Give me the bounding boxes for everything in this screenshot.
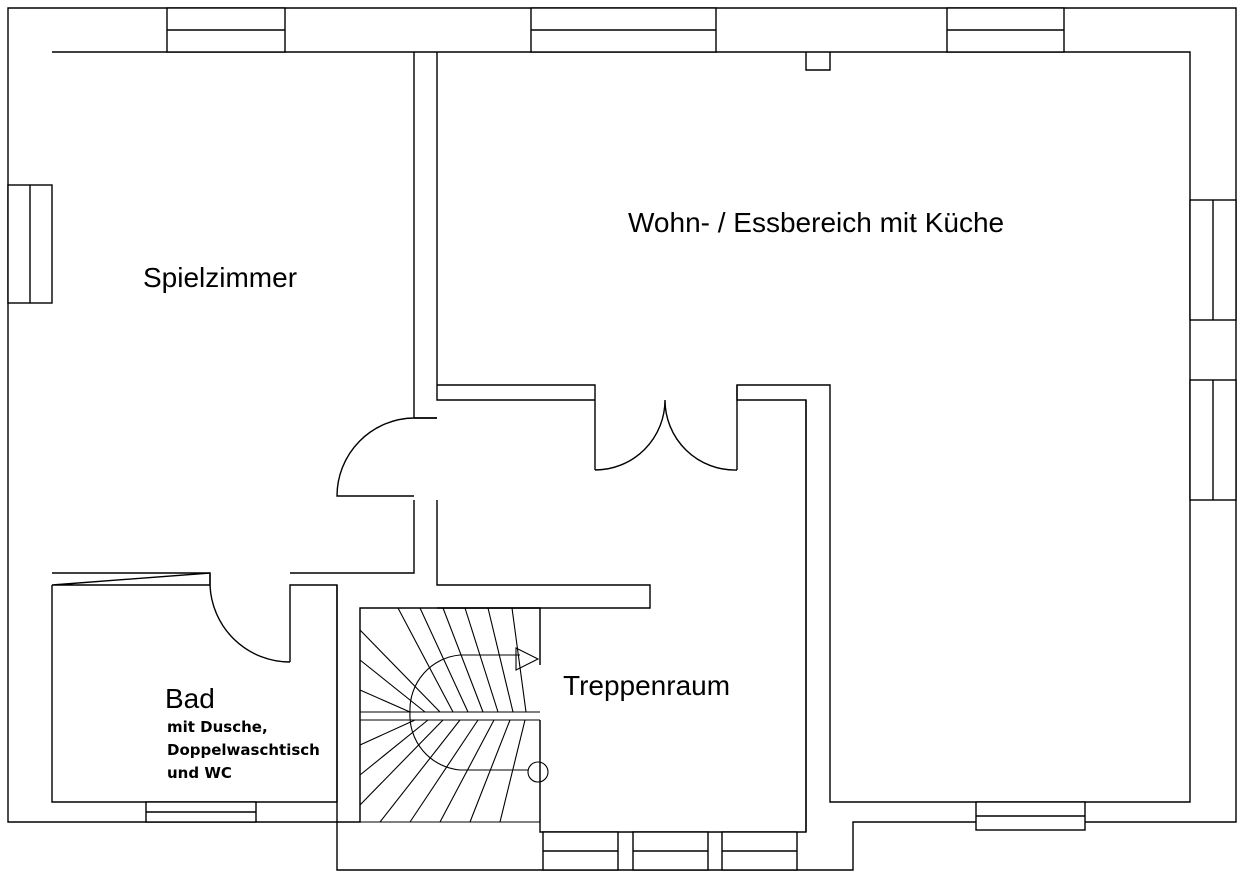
stair-start-marker — [527, 761, 549, 783]
door-bad[interactable] — [209, 573, 291, 663]
room-label-spielzimmer: Spielzimmer — [143, 262, 297, 293]
wall-treppenraum-top — [736, 385, 807, 832]
staircase — [359, 607, 549, 823]
room-labels: Spielzimmer Wohn- / Essbereich mit Küche… — [143, 207, 1004, 782]
wall-spielzimmer-flur — [290, 417, 651, 609]
window-top-middle — [530, 7, 717, 53]
window-right-lower — [1189, 379, 1237, 501]
window-bottom-treppe-1 — [542, 831, 619, 871]
window-left — [7, 184, 53, 304]
room-label-treppenraum: Treppenraum — [563, 670, 730, 701]
stair-arrow-icon — [515, 647, 540, 671]
window-top-left — [166, 7, 286, 53]
door-wohnbereich-double[interactable] — [594, 399, 738, 471]
stair-outline — [359, 607, 541, 823]
doors — [209, 399, 738, 663]
window-top-right — [946, 7, 1065, 53]
room-label-bad: Bad — [165, 683, 215, 714]
stair-middle-stringer — [360, 711, 540, 721]
door-spielzimmer[interactable] — [336, 417, 437, 497]
window-bottom-treppe-2 — [632, 831, 709, 871]
window-bottom-treppe-3 — [721, 831, 798, 871]
room-detail-bad-2: Doppelwaschtisch — [167, 741, 320, 759]
wall-small-column — [805, 52, 831, 71]
window-bottom-bad — [145, 801, 257, 823]
stair-treads — [359, 607, 527, 823]
window-bottom-wohnbereich — [975, 801, 1086, 831]
room-detail-bad-1: mit Dusche, — [167, 718, 268, 736]
windows — [7, 7, 1237, 871]
window-right-upper — [1189, 199, 1237, 321]
wall-spielzimmer-wohnbereich — [413, 52, 596, 470]
room-detail-bad-3: und WC — [167, 764, 232, 782]
outer-wall-inner-face — [51, 51, 1191, 833]
interior-walls — [51, 52, 831, 832]
room-label-wohnbereich: Wohn- / Essbereich mit Küche — [628, 207, 1004, 238]
